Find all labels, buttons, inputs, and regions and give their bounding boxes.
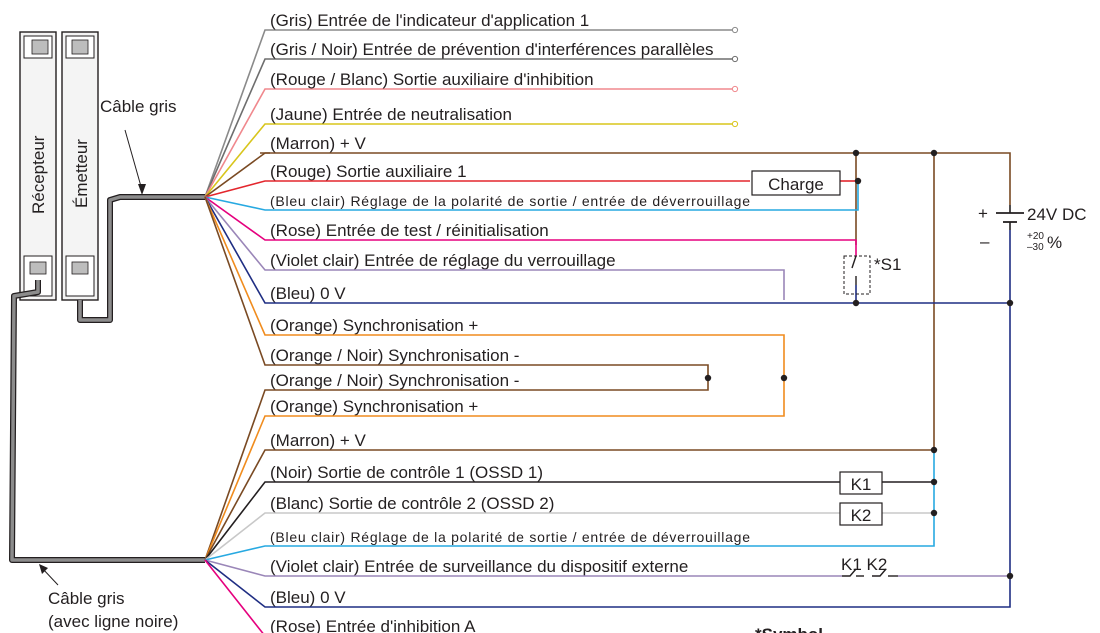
emitter-wire-label-7: (Rose) Entrée de test / réinitialisation [270,221,549,240]
receiver-wire-label-8: (Rose) Entrée d'inhibition A [270,617,476,633]
relay-k1-label: K1 [851,475,872,494]
terminal-jaune [731,120,739,128]
emitter-wire-label-8: (Violet clair) Entrée de réglage du verr… [270,251,616,270]
power-plus: + [978,204,988,223]
emitter-wire-7 [204,196,270,241]
receiver-wire-0 [204,389,270,561]
emitter-wire-label-9: (Bleu) 0 V [270,284,346,303]
receiver-wire-1 [204,415,270,561]
emitter-wire-label-11: (Orange / Noir) Synchronisation - [270,346,519,365]
receiver-wire-label-0: (Orange / Noir) Synchronisation - [270,371,519,390]
receiver-wires: (Orange / Noir) Synchronisation - (Orange… [204,371,750,633]
relay-contacts [842,568,898,577]
emitter-wire-5 [204,180,270,198]
emitter-wire-3 [204,123,732,198]
receiver-wire-6 [204,559,270,577]
emitter-wire-0 [204,29,732,198]
switch-s1-label: *S1 [874,255,901,274]
power-tol-minus: –30 [1027,242,1044,253]
emitter-wire-label-5: (Rouge) Sortie auxiliaire 1 [270,162,467,181]
relay-k1: K1 [839,471,883,495]
gray-cable [77,194,205,323]
emitter-wire-10 [204,196,270,336]
plus-v-bus [260,152,1011,205]
gray-black-cable-label: Câble gris (avec ligne noire) [48,589,178,631]
receiver-wire-label-4: (Blanc) Sortie de contrôle 2 (OSSD 2) [270,494,554,513]
relay-contacts-label: K1 K2 [841,555,887,574]
load-label: Charge [768,175,824,194]
emitter-wire-9 [204,196,270,304]
emitter-wire-label-10: (Orange) Synchronisation + [270,316,478,335]
terminal-gris-noir [731,55,739,63]
receiver-device: Récepteur [19,31,57,301]
receiver-wire-label-2: (Marron) + V [270,431,367,450]
receiver-wire-label-7: (Bleu) 0 V [270,588,346,607]
relay-k2-label: K2 [851,506,872,525]
relay-k2: K2 [839,502,883,526]
receiver-wire-label-6: (Violet clair) Entrée de surveillance du… [270,557,688,576]
power-tol-plus: +20 [1027,231,1044,242]
receiver-wire-label-5: (Bleu clair) Réglage de la polarité de s… [270,529,750,545]
emitter-device: Émetteur [61,31,99,301]
emitter-wire-1 [204,58,732,198]
switch-s1: *S1 [843,255,901,295]
emitter-wire-label-4: (Marron) + V [270,134,367,153]
gray-cable-arrowhead [138,184,146,195]
emitter-label: Émetteur [72,139,91,208]
receiver-wire-2 [204,449,270,561]
circuit-routing [260,26,1011,608]
emitter-wire-label-2: (Rouge / Blanc) Sortie auxiliaire d'inhi… [270,70,594,89]
power-percent: % [1047,233,1062,252]
emitter-wire-label-3: (Jaune) Entrée de neutralisation [270,105,512,124]
power-supply: + – 24V DC +20 –30 % [978,204,1087,253]
load-box: Charge [751,170,841,196]
gray-black-cable-arrowhead [39,564,48,574]
receiver-wire-3 [204,481,270,561]
terminal-rouge-blanc [731,85,739,93]
junction-dots [704,149,1014,580]
emitter-wire-11 [204,196,270,366]
gray-black-cable [9,280,205,563]
emitter-wire-label-1: (Gris / Noir) Entrée de prévention d'int… [270,40,714,59]
emitter-wire-label-0: (Gris) Entrée de l'indicateur d'applicat… [270,11,589,30]
power-minus: – [980,232,990,251]
receiver-wire-4 [204,512,270,561]
emitter-wire-6 [204,196,270,211]
power-voltage: 24V DC [1027,205,1087,224]
receiver-wire-8 [204,559,264,633]
emitter-wire-2 [204,88,732,198]
gray-black-cable-label-line2: (avec ligne noire) [48,612,178,631]
receiver-label: Récepteur [29,135,48,214]
terminal-gris [731,26,739,34]
emitter-wires: (Gris) Entrée de l'indicateur d'applicat… [204,11,750,366]
receiver-wire-label-3: (Noir) Sortie de contrôle 1 (OSSD 1) [270,463,543,482]
receiver-wire-label-1: (Orange) Synchronisation + [270,397,478,416]
emitter-wire-8 [204,196,270,271]
emitter-wire-label-6: (Bleu clair) Réglage de la polarité de s… [270,193,750,209]
gray-black-cable-label-line1: Câble gris [48,589,125,608]
receiver-wire-5 [204,545,270,561]
receiver-wire-7 [204,559,270,608]
footnote-partial: *Symbol [755,625,823,633]
gray-cable-pointer [124,129,143,191]
gray-cable-label: Câble gris [100,97,177,116]
